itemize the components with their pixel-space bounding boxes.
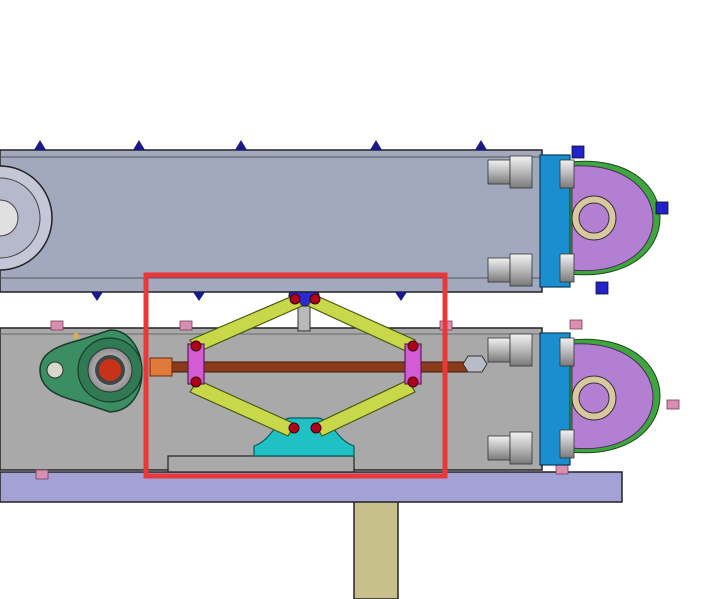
- end-roller-lower: [539, 332, 661, 466]
- upper-hex-bolts: [487, 155, 533, 287]
- upper-conveyor-beam: [0, 149, 543, 293]
- end-roller-upper: [539, 145, 669, 295]
- highlight-box: [143, 272, 448, 479]
- lower-hex-bolts: [487, 333, 533, 465]
- upper-beam-cleats: [34, 140, 487, 301]
- lead-screw: [149, 355, 488, 377]
- scissor-lift-mechanism: [167, 291, 422, 473]
- flange-bearing: [39, 329, 143, 413]
